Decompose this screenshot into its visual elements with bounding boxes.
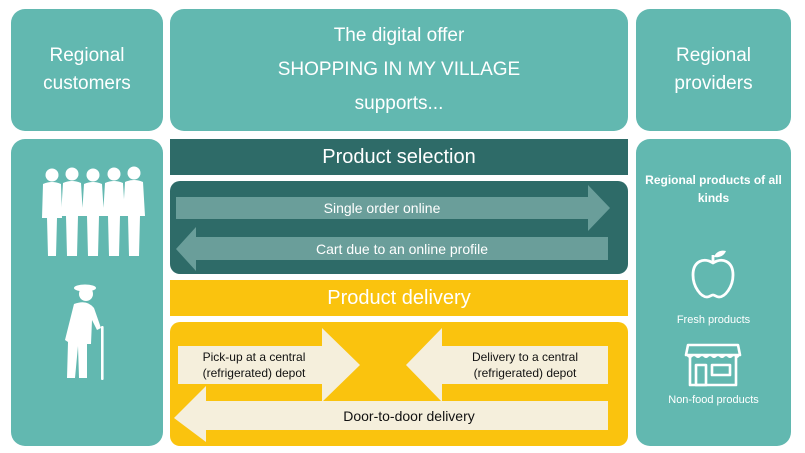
delivery-arrows xyxy=(174,328,608,442)
product-delivery-area: Pick-up at a central (refrigerated) depo… xyxy=(170,322,628,446)
regional-customers-header: Regional customers xyxy=(11,9,163,131)
delivery-depot-label: Delivery to a central (refrigerated) dep… xyxy=(471,350,579,380)
product-selection-band: Product selection xyxy=(170,139,628,175)
product-delivery-title: Product delivery xyxy=(327,286,471,309)
elderly-person-with-cane-icon xyxy=(65,284,104,380)
customers-panel xyxy=(11,139,163,446)
door-to-door-label: Door-to-door delivery xyxy=(343,407,475,424)
digital-offer-header: The digital offer SHOPPING IN MY VILLAGE… xyxy=(170,9,628,131)
providers-panel: Regional products of all kinds Fresh pro… xyxy=(636,139,791,446)
single-order-arrow xyxy=(176,185,610,271)
digital-offer-line1: The digital offer xyxy=(333,25,465,46)
regional-customers-title: Regional customers xyxy=(43,45,131,94)
digital-offer-line3: supports... xyxy=(354,93,444,114)
single-order-label: Single order online xyxy=(323,200,441,216)
pickup-depot-label: Pick-up at a central (refrigerated) depo… xyxy=(202,350,306,380)
non-food-products-label: Non-food products xyxy=(668,394,759,406)
fresh-products-label: Fresh products xyxy=(676,314,751,326)
regional-providers-header: Regional providers xyxy=(636,9,791,131)
shop-icon xyxy=(684,343,742,387)
product-selection-area: Single order online Cart due to an onlin… xyxy=(170,181,628,274)
group-of-people-icon xyxy=(42,166,145,256)
product-selection-title: Product selection xyxy=(322,145,476,168)
product-delivery-band: Product delivery xyxy=(170,280,628,316)
cart-online-profile-label: Cart due to an online profile xyxy=(316,240,488,257)
apple-icon xyxy=(691,250,735,299)
digital-offer-line2: SHOPPING IN MY VILLAGE xyxy=(277,59,521,80)
regional-products-title: Regional products of all kinds xyxy=(645,173,782,205)
regional-providers-title: Regional providers xyxy=(674,45,753,94)
